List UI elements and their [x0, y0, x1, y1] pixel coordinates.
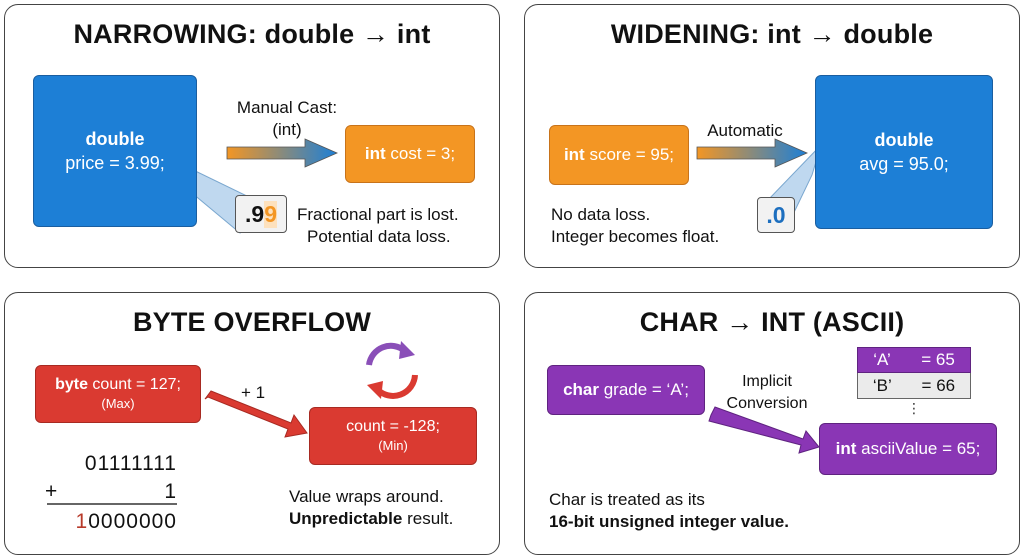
ascii-row-b-char: ‘B’ [872, 375, 892, 395]
overflow-panel: BYTE OVERFLOW byte count = 127; (Max) + … [4, 292, 500, 555]
lost-digit: 9 [264, 200, 277, 228]
narrowing-note-line2: Potential data loss. [307, 227, 451, 246]
ascii-row-b: ‘B’ = 66 [857, 373, 971, 399]
widening-note: No data loss. Integer becomes float. [551, 204, 761, 248]
count-min-value: count = -128; [346, 418, 440, 435]
ascii-ellipsis: ⋮ [907, 400, 921, 416]
wraparound-cycle-icon [366, 341, 418, 399]
double-type-label: double [85, 129, 145, 149]
char-grade-box: char grade = ‘A’; [547, 365, 705, 415]
implicit-label-line2: Conversion [726, 395, 808, 412]
narrowing-note: Fractional part is lost. Potential data … [297, 204, 497, 248]
manual-cast-line1: Manual Cast: [236, 98, 338, 117]
int-type-label: int [364, 144, 386, 163]
int-cost-box: int cost = 3; [345, 125, 475, 183]
int-score-value: score = 95; [584, 145, 675, 164]
ascii-row-a: ‘A’ = 65 [857, 347, 971, 373]
char-note-line1: Char is treated as its [549, 490, 705, 509]
int-type-label-widening: int [563, 145, 585, 164]
widening-title: WIDENING: int → double [610, 19, 934, 49]
char-type-label: char [563, 380, 599, 399]
ascii-row-a-value: = 65 [921, 350, 955, 369]
narrowing-title: NARROWING: double → int [73, 19, 431, 49]
char-note-line2: 16-bit unsigned integer value. [549, 512, 789, 531]
char-grade-value: grade = ‘A’; [598, 380, 689, 399]
overflow-title: BYTE OVERFLOW [132, 307, 372, 337]
byte-max-label: (Max) [101, 396, 135, 411]
plus-one-label: + 1 [241, 383, 266, 402]
ascii-row-b-value: = 66 [921, 375, 956, 395]
binary-operand-2: 1 [164, 480, 177, 503]
count-min-box: count = -128; (Min) [309, 407, 477, 465]
manual-cast-line2: (int) [272, 120, 302, 139]
implicit-conversion-label: Implicit Conversion [717, 371, 817, 415]
overflow-arrow [204, 390, 308, 438]
overflow-note-bold: Unpredictable [289, 509, 403, 528]
kept-digits: .9 [245, 200, 265, 227]
char-panel: CHAR → INT (ASCII) char grade = ‘A’; Imp… [524, 292, 1020, 555]
binary-operand-1: 01111111 [84, 452, 177, 475]
narrowing-panel: NARROWING: double → int double price = 3… [4, 4, 500, 268]
binary-result-carry: 1 [75, 510, 89, 533]
automatic-label: Automatic [707, 121, 783, 140]
added-digit-box: .0 [757, 197, 795, 233]
double-type-label-widening: double [874, 130, 934, 150]
binary-operand-2-row: + 1 [45, 478, 177, 506]
widening-panel: WIDENING: int → double int score = 95; A… [524, 4, 1020, 268]
double-avg-box: double avg = 95.0; [815, 75, 993, 229]
int-type-label-char: int [835, 439, 857, 458]
int-ascii-value: asciiValue = 65; [856, 439, 981, 458]
overflow-graphics [47, 341, 418, 505]
int-score-box: int score = 95; [549, 125, 689, 185]
overflow-note-rest: result. [402, 509, 454, 528]
overflow-note: Value wraps around. Unpredictable result… [289, 486, 499, 530]
widening-note-line1: No data loss. [551, 205, 651, 224]
byte-count-box: byte count = 127; (Max) [35, 365, 201, 423]
byte-count-value: count = 127; [87, 376, 181, 393]
double-price-box: double price = 3.99; [33, 75, 197, 227]
manual-cast-label: Manual Cast: (int) [227, 97, 347, 141]
implicit-label-line1: Implicit [742, 373, 792, 390]
binary-result: 10000000 [61, 508, 177, 536]
ascii-table: ‘A’ = 65 ‘B’ = 66 ⋮ [857, 347, 971, 417]
int-cost-value: cost = 3; [385, 144, 456, 163]
double-price-value: price = 3.99; [65, 153, 165, 173]
manual-cast-arrow [226, 138, 338, 168]
widening-note-line2: Integer becomes float. [551, 227, 720, 246]
overflow-note-line2: Unpredictable result. [289, 508, 499, 530]
char-title: CHAR → INT (ASCII) [639, 307, 905, 337]
narrowing-note-line1: Fractional part is lost. [297, 205, 459, 224]
char-note: Char is treated as its 16-bit unsigned i… [549, 489, 849, 533]
count-min-label: (Min) [378, 438, 408, 453]
binary-addition: 01111111 + 1 [45, 450, 177, 506]
automatic-arrow [696, 138, 808, 168]
ascii-row-a-char: ‘A’ [873, 350, 891, 369]
binary-plus: + [45, 480, 59, 503]
double-avg-value: avg = 95.0; [859, 154, 949, 174]
byte-type-label: byte [55, 376, 88, 393]
int-ascii-box: int asciiValue = 65; [819, 423, 997, 475]
overflow-note-line1: Value wraps around. [289, 487, 444, 506]
binary-result-rest: 0000000 [88, 510, 177, 533]
